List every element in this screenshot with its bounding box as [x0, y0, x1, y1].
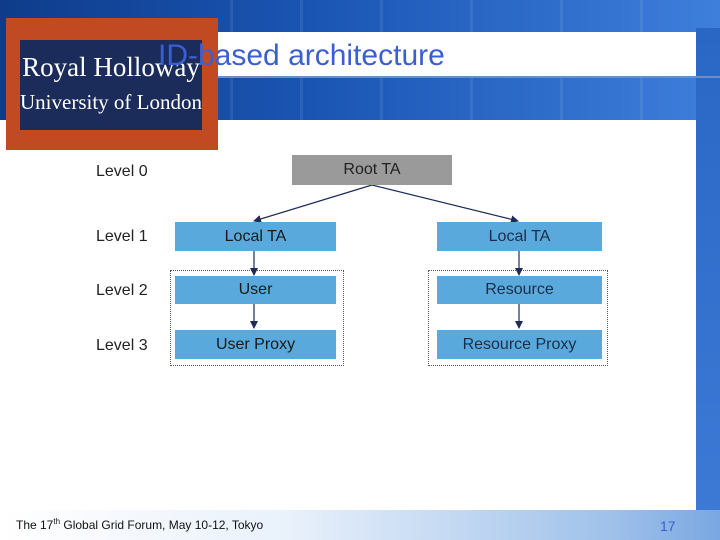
footer-suffix: Global Grid Forum, May 10-12, Tokyo: [60, 518, 264, 532]
logo-panel: Royal Holloway University of London: [20, 40, 202, 130]
user-node: User: [175, 276, 336, 304]
level-2-label: Level 2: [96, 282, 148, 299]
logo-name: Royal Holloway: [22, 52, 200, 82]
left-local-ta-node: Local TA: [175, 222, 336, 251]
arrow-root-to-right-ta: [371, 184, 519, 224]
title-underline: [150, 76, 720, 78]
right-local-ta-node: Local TA: [437, 222, 602, 251]
title-panel: [150, 32, 696, 76]
royal-holloway-logo: Royal Holloway University of London: [6, 18, 218, 150]
level-0-label: Level 0: [96, 163, 148, 180]
arrow-root-to-left-ta: [253, 184, 373, 223]
footer-text: The 17th Global Grid Forum, May 10-12, T…: [16, 517, 263, 532]
slide-title: ID-based architecture: [158, 39, 445, 72]
level-3-label: Level 3: [96, 337, 148, 354]
resource-node: Resource: [437, 276, 602, 304]
resource-proxy-node: Resource Proxy: [437, 330, 602, 359]
page-number: 17: [660, 518, 676, 534]
footer-band: [0, 510, 720, 540]
user-proxy-node: User Proxy: [175, 330, 336, 359]
level-1-label: Level 1: [96, 228, 148, 245]
logo-university: University of London: [20, 90, 202, 114]
right-decor-strip: [696, 28, 720, 518]
footer-prefix: The 17: [16, 518, 54, 532]
root-ta-node: Root TA: [292, 155, 452, 185]
footer-superscript: th: [53, 517, 61, 526]
